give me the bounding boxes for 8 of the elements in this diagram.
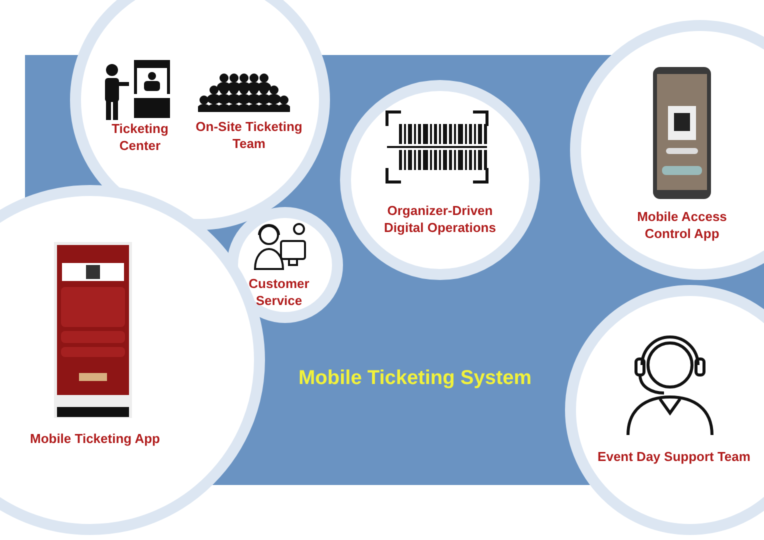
caption-text: Customer Service [248, 275, 310, 309]
title-text: Mobile Ticketing System [297, 367, 533, 390]
caption-text: Organizer-Driven Digital Operations [383, 202, 497, 236]
caption-text: On-Site Ticketing Team [194, 118, 304, 152]
caption-text: Mobile Access Control App [636, 208, 728, 242]
caption-text: Event Day Support Team [596, 448, 752, 465]
caption-text: Ticketing Center [110, 120, 170, 154]
caption-text: Mobile Ticketing App [28, 430, 161, 447]
